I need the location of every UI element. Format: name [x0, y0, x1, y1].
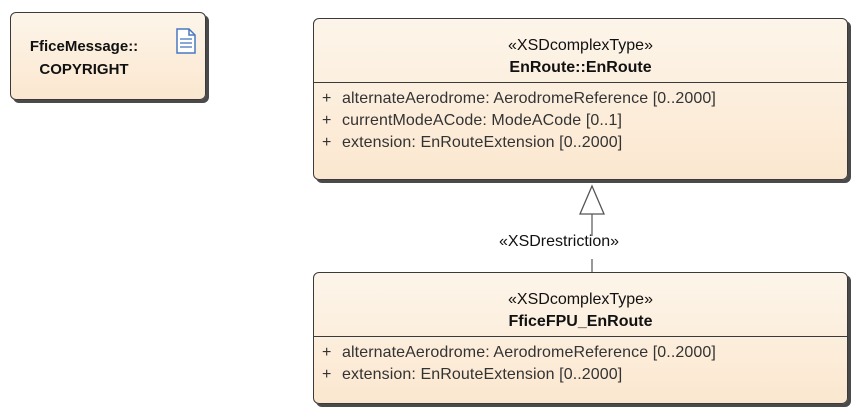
class-name: EnRoute::EnRoute: [509, 59, 652, 76]
class-fficefpu-enroute[interactable]: «XSDcomplexType» FficeFPU_EnRoute + alte…: [313, 272, 848, 404]
attribute-text: extension: EnRouteExtension [0..2000]: [342, 134, 623, 151]
visibility-marker: +: [322, 366, 332, 383]
attribute-compartment: + alternateAerodrome: AerodromeReference…: [314, 336, 847, 386]
attribute-text: extension: EnRouteExtension [0..2000]: [342, 366, 623, 383]
class-header: «XSDcomplexType» FficeFPU_EnRoute: [314, 273, 847, 336]
class-stereotype: «XSDcomplexType»: [508, 37, 653, 54]
class-enroute[interactable]: «XSDcomplexType» EnRoute::EnRoute + alte…: [313, 18, 848, 180]
attribute-text: currentModeACode: ModeACode [0..1]: [342, 112, 623, 129]
attribute-row[interactable]: + alternateAerodrome: AerodromeReference…: [314, 342, 847, 364]
copyright-note[interactable]: FficeMessage:: COPYRIGHT: [10, 12, 206, 100]
visibility-marker: +: [322, 344, 332, 361]
attribute-row[interactable]: + extension: EnRouteExtension [0..2000]: [314, 364, 847, 386]
attribute-compartment: + alternateAerodrome: AerodromeReference…: [314, 82, 847, 154]
note-text: FficeMessage:: COPYRIGHT: [11, 35, 157, 81]
attribute-text: alternateAerodrome: AerodromeReference […: [342, 344, 716, 361]
visibility-marker: +: [322, 112, 332, 129]
document-icon: [176, 28, 196, 54]
visibility-marker: +: [322, 90, 332, 107]
generalization-arrowhead: [579, 184, 605, 215]
note-line-1: FficeMessage::: [29, 38, 139, 55]
attribute-row[interactable]: + alternateAerodrome: AerodromeReference…: [314, 88, 847, 110]
attribute-row[interactable]: + currentModeACode: ModeACode [0..1]: [314, 110, 847, 132]
visibility-marker: +: [322, 134, 332, 151]
class-name: FficeFPU_EnRoute: [508, 313, 653, 330]
class-header: «XSDcomplexType» EnRoute::EnRoute: [314, 19, 847, 82]
attribute-row[interactable]: + extension: EnRouteExtension [0..2000]: [314, 132, 847, 154]
note-line-2: COPYRIGHT: [39, 61, 129, 78]
attribute-text: alternateAerodrome: AerodromeReference […: [342, 90, 716, 107]
class-stereotype: «XSDcomplexType»: [508, 291, 653, 308]
restriction-label: «XSDrestriction»: [499, 233, 620, 250]
